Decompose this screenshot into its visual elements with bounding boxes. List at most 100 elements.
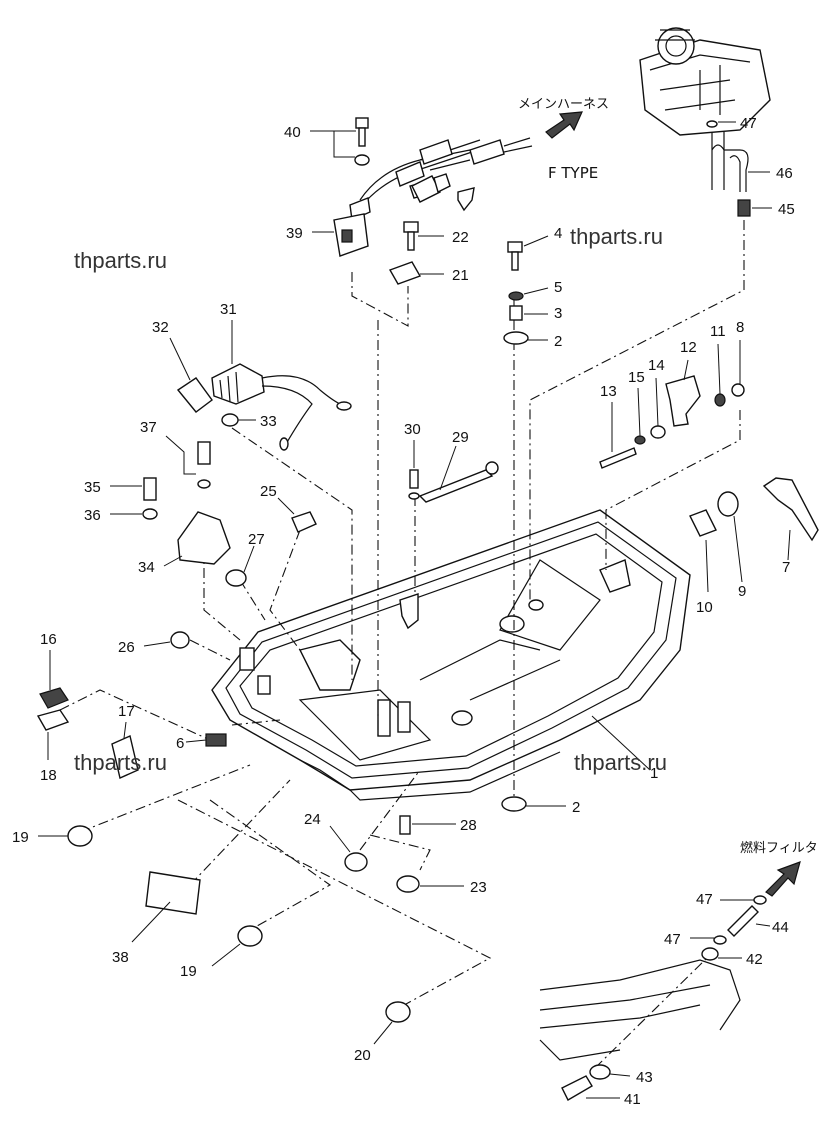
nipple-41 [561,1075,593,1101]
callout-number: 3 [554,305,562,322]
callout-number: 11 [710,323,726,340]
callout-number: 15 [628,369,645,386]
watermark: thparts.ru [574,750,667,775]
callout-number: 39 [286,225,303,242]
watermark: thparts.ru [74,248,167,273]
callout-number: 27 [248,531,265,548]
callout-number: 2 [554,333,562,350]
plug-19-b [237,925,263,947]
fuel-hose-46 [706,120,751,217]
callout-number: 43 [636,1069,653,1086]
callout-number: 30 [404,421,421,438]
callout-number: 14 [648,357,665,374]
main-harness-label: メインハーネス [518,97,609,112]
callout-number: 22 [452,229,469,246]
callout-number: 26 [118,639,135,656]
plate-21 [388,261,422,285]
callout-number: 17 [118,703,135,720]
cowling-section [539,959,741,1061]
washer-9 [717,491,739,517]
bolt-40 [354,117,370,166]
callout-number: 37 [140,419,157,436]
callout-number: 44 [772,919,789,936]
holder-32 [176,377,213,413]
callout-number: 6 [176,735,184,752]
callout-number: 18 [40,767,57,784]
callout-numbers: 40 39 22 21 4 5 3 2 47 46 45 32 31 33 13… [12,115,795,1108]
bushing-10 [689,509,717,537]
fuel-filter-label: 燃料フィルタ [740,840,818,856]
callout-number: 31 [220,301,237,318]
bolt-4-stack [501,241,529,812]
callout-number: 46 [776,165,793,182]
washer-33 [221,413,239,427]
washer-43 [589,1064,611,1080]
callout-number: 13 [600,383,617,400]
callout-number: 16 [40,631,57,648]
callout-number: 10 [696,599,713,616]
callout-number: 29 [452,429,469,446]
rod-29-end [485,461,499,475]
nut-23 [396,875,420,893]
arrow-main-harness [545,111,583,139]
plate-17 [111,735,139,779]
grommet-24 [344,852,368,872]
clip-47-b [713,935,727,945]
clip-47-a [753,895,767,905]
joint-42 [701,947,719,961]
callout-number: 12 [680,339,697,356]
block-6 [205,733,227,747]
callout-number: 25 [260,483,277,500]
harness-wires [333,137,533,257]
callout-number: 45 [778,201,795,218]
arrow-fuel-filter [765,861,801,897]
callout-number: 35 [84,479,101,496]
label-38 [145,871,201,915]
callout-number: 32 [152,319,169,336]
callout-number: 41 [624,1091,641,1108]
callout-number: 47 [664,931,681,948]
engine-block [639,27,771,136]
clip-18 [36,709,70,731]
switch-31 [211,363,352,451]
washer-36 [142,508,158,520]
washer-37 [197,479,211,489]
callout-number: 7 [782,559,790,576]
callout-number: 2 [572,799,580,816]
callout-number: 21 [452,267,469,284]
watermark: thparts.ru [74,750,167,775]
plug-20 [385,1001,411,1023]
callout-number: 23 [470,879,487,896]
callout-number: 36 [84,507,101,524]
callout-number: 47 [740,115,757,132]
callout-number: 5 [554,279,562,296]
lever-7 [762,477,819,542]
callout-number: 9 [738,583,746,600]
bolt-30 [409,469,419,489]
grommet-25 [291,511,317,533]
callout-number: 1 [650,765,658,782]
callout-number: 40 [284,124,301,141]
bolt-22 [403,221,419,251]
bolt-28 [399,815,411,835]
bolt-35 [143,477,157,501]
bracket-34 [177,511,231,565]
f-type-label: F TYPE [548,164,598,182]
connection-lines [59,220,745,1069]
grommet-27 [225,569,247,587]
callout-number: 8 [736,319,744,336]
callout-number: 38 [112,949,129,966]
clip-16 [39,687,69,709]
bolt-37 [197,441,211,465]
callout-number: 19 [180,963,197,980]
callout-number: 42 [746,951,763,968]
grommet-26 [170,631,190,649]
callout-number: 4 [554,225,562,242]
callout-number: 20 [354,1047,371,1064]
watermark: thparts.ru [570,224,663,249]
rod-29-bracket [399,593,419,630]
washer-30 [408,492,420,500]
callout-number: 47 [696,891,713,908]
callout-number: 33 [260,413,277,430]
